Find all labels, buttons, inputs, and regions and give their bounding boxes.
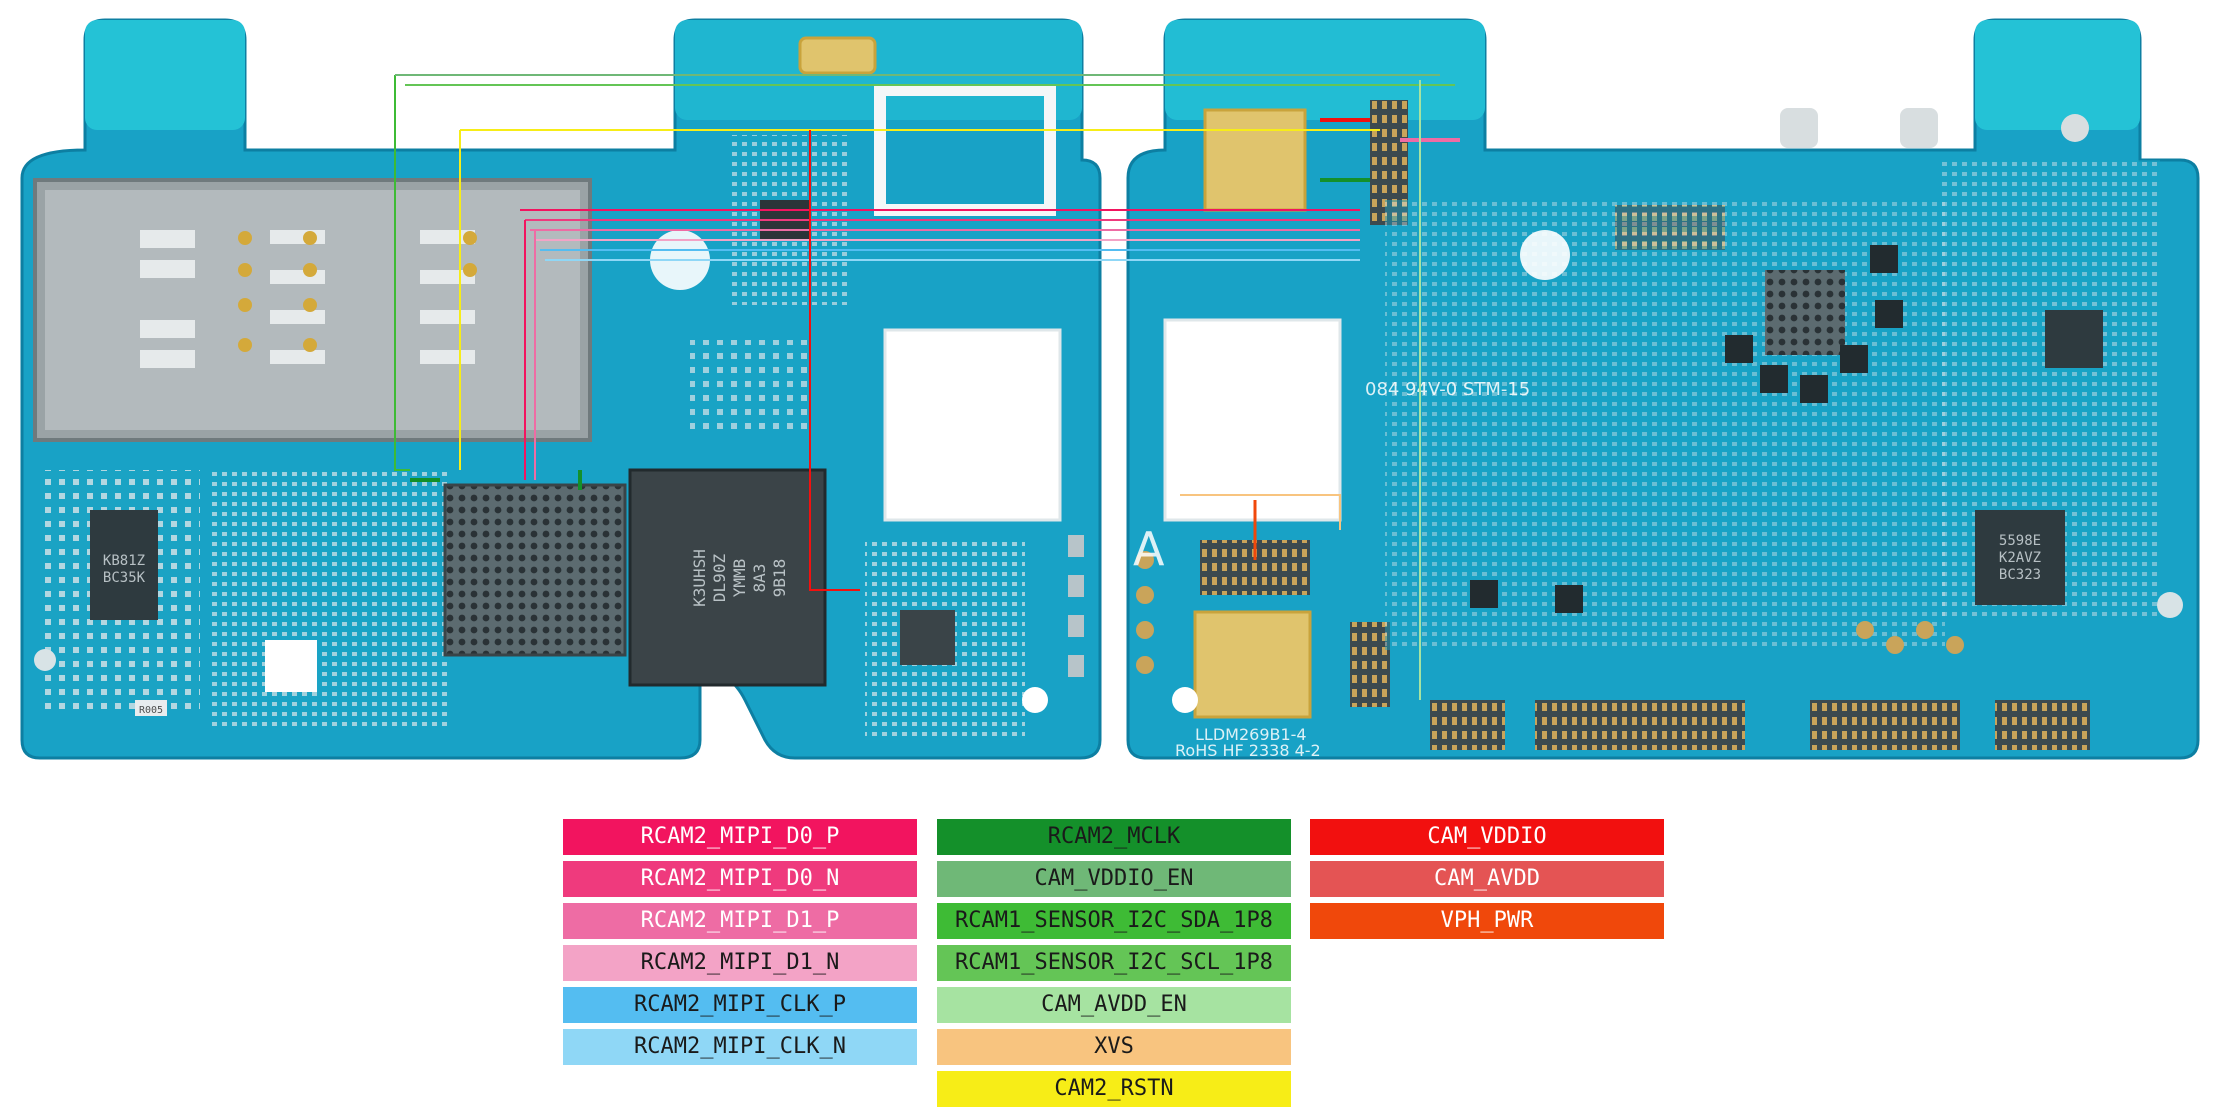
silkscreen-right-mid: 084 94V-0 STM-15 (1365, 379, 1530, 400)
chip-right-line3: BC323 (1999, 567, 2041, 583)
chip-memory-text: K3UHSH DL90Z YMMB 8A3 9B18 (690, 549, 789, 607)
legend-item-rcam2-mipi-clk-p: RCAM2_MIPI_CLK_P (563, 987, 917, 1023)
legend-item-rcam2-mipi-d0-n: RCAM2_MIPI_D0_N (563, 861, 917, 897)
legend-item-vph-pwr: VPH_PWR (1310, 903, 1664, 939)
chip-left-line1: KB81Z (103, 553, 145, 569)
chip-right-line2: K2AVZ (1999, 550, 2041, 566)
chip-right-line1: 5598E (1999, 533, 2041, 549)
right-board: 5598E K2AVZ BC323 084 94V-0 STM-15 LLDM2… (1126, 18, 2200, 760)
legend-item-cam2-rstn: CAM2_RSTN (937, 1071, 1291, 1107)
svg-text:9B18: 9B18 (770, 559, 789, 598)
legend-item-rcam2-mipi-d1-n: RCAM2_MIPI_D1_N (563, 945, 917, 981)
left-board: KB81Z BC35K R005 K3UHSH DL90Z YMMB 8A3 9… (20, 18, 1102, 760)
legend-item-rcam1-sensor-i2c-scl-1p8: RCAM1_SENSOR_I2C_SCL_1P8 (937, 945, 1291, 981)
legend-item-xvs: XVS (937, 1029, 1291, 1065)
svg-text:DL90Z: DL90Z (710, 554, 729, 603)
legend-item-rcam2-mipi-d0-p: RCAM2_MIPI_D0_P (563, 819, 917, 855)
legend-item-cam-vddio: CAM_VDDIO (1310, 819, 1664, 855)
legend-item-cam-vddio-en: CAM_VDDIO_EN (937, 861, 1291, 897)
legend-item-rcam2-mclk: RCAM2_MCLK (937, 819, 1291, 855)
legend-item-cam-avdd-en: CAM_AVDD_EN (937, 987, 1291, 1023)
signal-traces (394, 74, 1460, 700)
silkscreen-rohs: RoHS HF 2338 4-2 (1175, 741, 1321, 760)
legend-item-rcam2-mipi-d1-p: RCAM2_MIPI_D1_P (563, 903, 917, 939)
silkscreen-letter-a: A (1133, 522, 1165, 576)
chip-left-line2: BC35K (103, 570, 146, 586)
legend-item-rcam2-mipi-clk-n: RCAM2_MIPI_CLK_N (563, 1029, 917, 1065)
pcb-board-illustration: KB81Z BC35K R005 K3UHSH DL90Z YMMB 8A3 9… (20, 18, 2200, 760)
legend-item-cam-avdd: CAM_AVDD (1310, 861, 1664, 897)
legend-item-rcam1-sensor-i2c-sda-1p8: RCAM1_SENSOR_I2C_SDA_1P8 (937, 903, 1291, 939)
label-r005: R005 (139, 705, 163, 716)
svg-text:YMMB: YMMB (730, 559, 749, 598)
silkscreen-model: LLDM269B1-4 (1195, 725, 1307, 744)
svg-text:8A3: 8A3 (750, 564, 769, 593)
svg-text:K3UHSH: K3UHSH (690, 549, 709, 607)
